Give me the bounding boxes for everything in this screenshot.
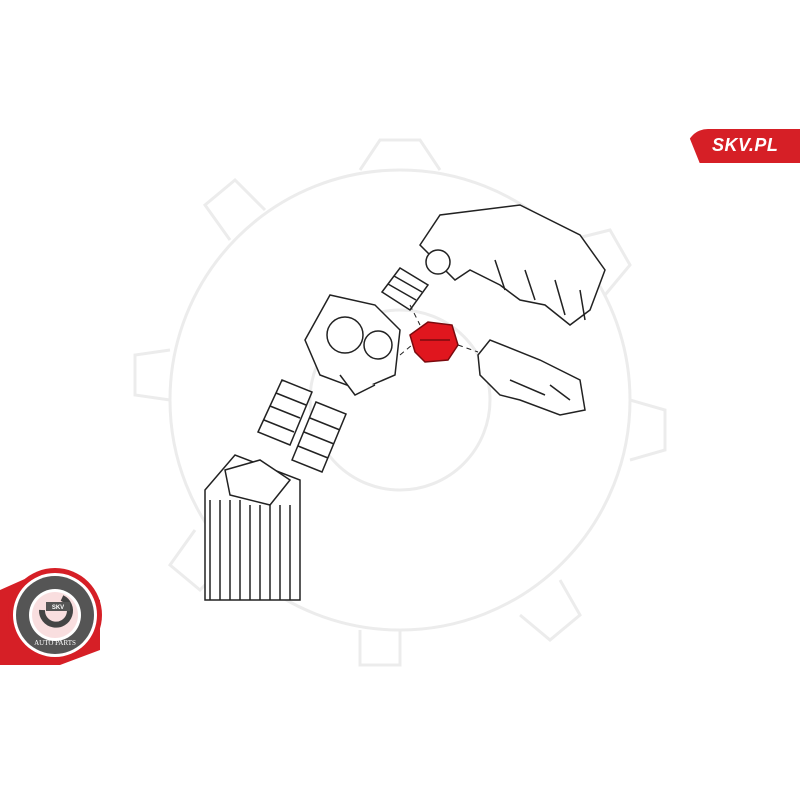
boost-hose-right (291, 401, 347, 473)
svg-text:SKV: SKV (52, 605, 64, 611)
svg-text:AUTO PARTS: AUTO PARTS (34, 639, 76, 647)
site-brand-tab[interactable]: SKV.PL (686, 129, 800, 163)
watermark-gear-icon (133, 138, 667, 667)
site-brand-label: SKV.PL (712, 135, 779, 155)
intake-manifold (419, 204, 606, 326)
skv-auto-parts-logo: SKV AUTO PARTS (0, 568, 102, 665)
outlet-pipe (477, 339, 586, 416)
turbocharger-assembly (304, 294, 401, 396)
alignment-lines (399, 304, 479, 356)
intake-hose (380, 267, 430, 312)
highlighted-intercooler-hose (409, 321, 459, 363)
boost-hose-left (256, 379, 313, 446)
intercooler-radiator (204, 454, 301, 601)
